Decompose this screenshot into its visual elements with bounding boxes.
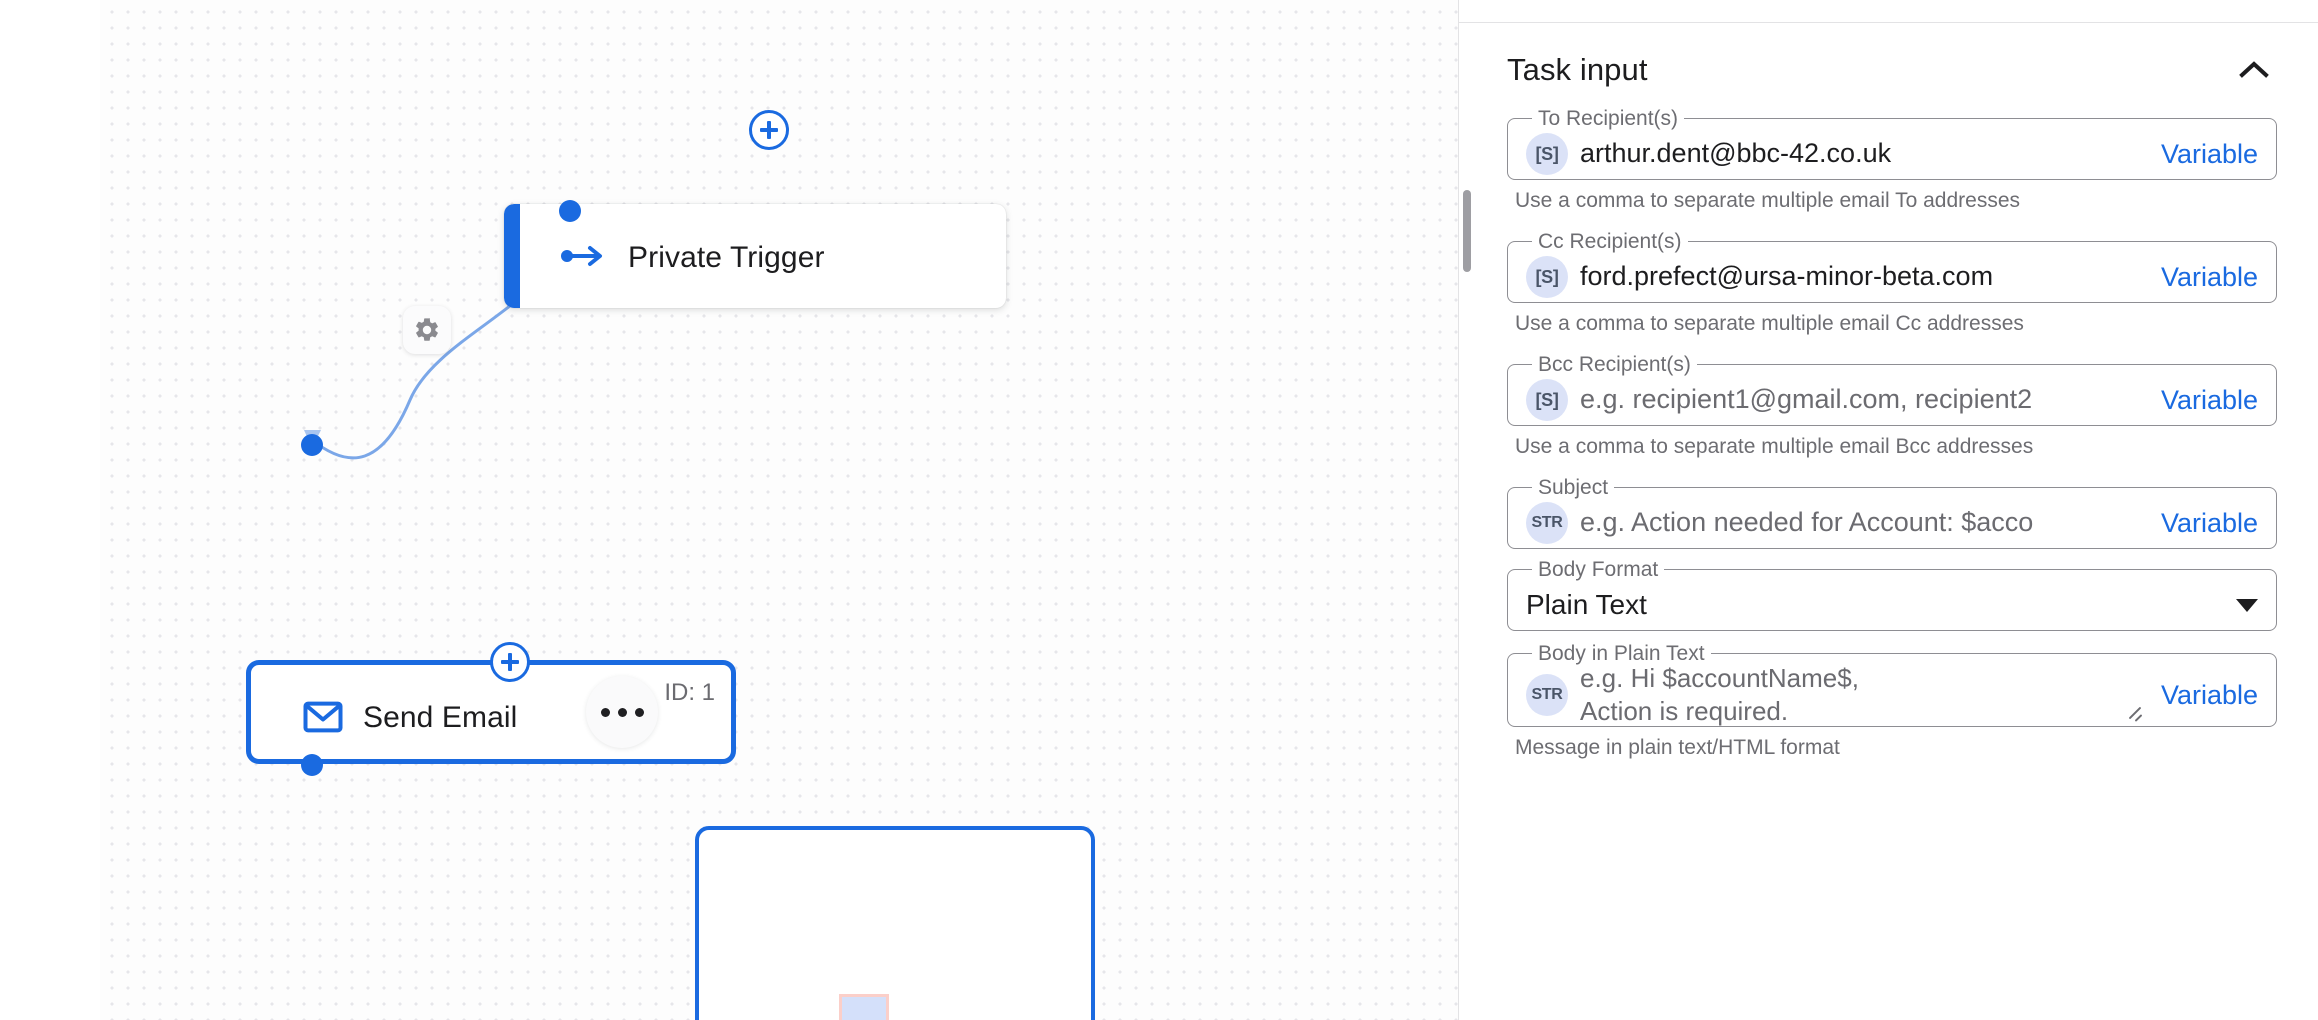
variable-button[interactable]: Variable [2160,138,2258,169]
trigger-arrow-icon [560,240,606,272]
type-badge-str: STR [1526,674,1568,716]
node-more-menu-button[interactable] [586,676,658,748]
preview-chip [839,994,889,1020]
type-badge-str: STR [1526,502,1568,544]
field-value[interactable]: arthur.dent@bbc-42.co.uk [1580,138,1892,169]
bottom-preview-panel[interactable] [695,826,1095,1020]
field-placeholder[interactable]: e.g. recipient1@gmail.com, recipient2 [1580,384,2033,415]
panel-scrollbar[interactable] [1463,190,1471,272]
field-body-plain-text: Body in Plain Text STR e.g. Hi $accountN… [1507,643,2277,760]
field-helper-text: Use a comma to separate multiple email C… [1515,312,2024,335]
field-label: Body Format [1538,558,1659,581]
page-title: Task input [1507,52,1648,87]
body-plain-text-textarea[interactable]: Body in Plain Text STR e.g. Hi $accountN… [1507,643,2277,727]
caret-down-icon[interactable] [2236,598,2258,612]
email-input-port[interactable] [301,434,323,456]
variable-button[interactable]: Variable [2160,261,2258,292]
type-badge-string: [S] [1526,133,1568,175]
gear-icon[interactable] [403,306,451,354]
canvas-left-gutter [0,0,100,1020]
panel-top-divider [1459,22,2318,23]
add-node-button-trigger[interactable] [749,110,789,150]
node-label: Private Trigger [628,241,825,274]
variable-button[interactable]: Variable [2160,679,2258,710]
envelope-icon [301,699,345,735]
field-body-format: Body Format Plain Text [1507,559,2277,631]
type-badge-string: [S] [1526,379,1568,421]
body-format-value: Plain Text [1526,589,1647,620]
field-to-recipients: To Recipient(s) [S] arthur.dent@bbc-42.c… [1507,108,2277,213]
task-input-panel: Task input To Recipient(s) [S] arthur.de… [1458,0,2318,1020]
field-label: To Recipient(s) [1538,107,1679,130]
node-accent-bar [504,204,520,308]
bcc-recipients-input[interactable]: Bcc Recipient(s) [S] e.g. recipient1@gma… [1507,354,2277,426]
field-bcc-recipients: Bcc Recipient(s) [S] e.g. recipient1@gma… [1507,354,2277,459]
ellipsis-dot [617,707,627,717]
node-id-label: ID: 1 [664,679,715,706]
type-badge-string: [S] [1526,256,1568,298]
node-send-email[interactable]: Send Email ID: 1 [246,660,736,764]
subject-input[interactable]: Subject STR e.g. Action needed for Accou… [1507,477,2277,549]
field-cc-recipients: Cc Recipient(s) [S] ford.prefect@ursa-mi… [1507,231,2277,336]
field-placeholder[interactable]: e.g. Action needed for Account: $acco [1580,507,2034,538]
field-helper-text: Use a comma to separate multiple email T… [1515,189,2021,212]
field-label: Body in Plain Text [1538,642,1705,665]
field-label: Bcc Recipient(s) [1538,353,1691,376]
ellipsis-dot [634,707,644,717]
variable-button[interactable]: Variable [2160,384,2258,415]
chevron-up-icon[interactable] [2231,47,2277,93]
cc-recipients-input[interactable]: Cc Recipient(s) [S] ford.prefect@ursa-mi… [1507,231,2277,303]
field-subject: Subject STR e.g. Action needed for Accou… [1507,477,2277,549]
body-format-select[interactable]: Body Format Plain Text [1507,559,2277,631]
field-helper-text: Message in plain text/HTML format [1515,736,1840,759]
resize-grip-icon[interactable] [2119,694,2145,720]
node-private-trigger[interactable]: Private Trigger [504,204,1006,308]
field-helper-text: Use a comma to separate multiple email B… [1515,435,2034,458]
variable-button[interactable]: Variable [2160,507,2258,538]
ellipsis-dot [600,707,610,717]
email-output-port[interactable] [301,754,323,776]
add-node-button-email[interactable] [490,642,530,682]
field-value[interactable]: ford.prefect@ursa-minor-beta.com [1580,261,1994,292]
field-placeholder[interactable]: e.g. Hi $accountName$, Action is require… [1580,663,1859,726]
field-label: Subject [1538,476,1609,499]
to-recipients-input[interactable]: To Recipient(s) [S] arthur.dent@bbc-42.c… [1507,108,2277,180]
workflow-canvas[interactable]: Private Trigger Send Email ID: 1 [100,0,1458,1020]
trigger-output-port[interactable] [559,200,581,222]
field-label: Cc Recipient(s) [1538,230,1682,253]
node-label: Send Email [363,701,518,734]
panel-header: Task input [1507,46,2277,94]
